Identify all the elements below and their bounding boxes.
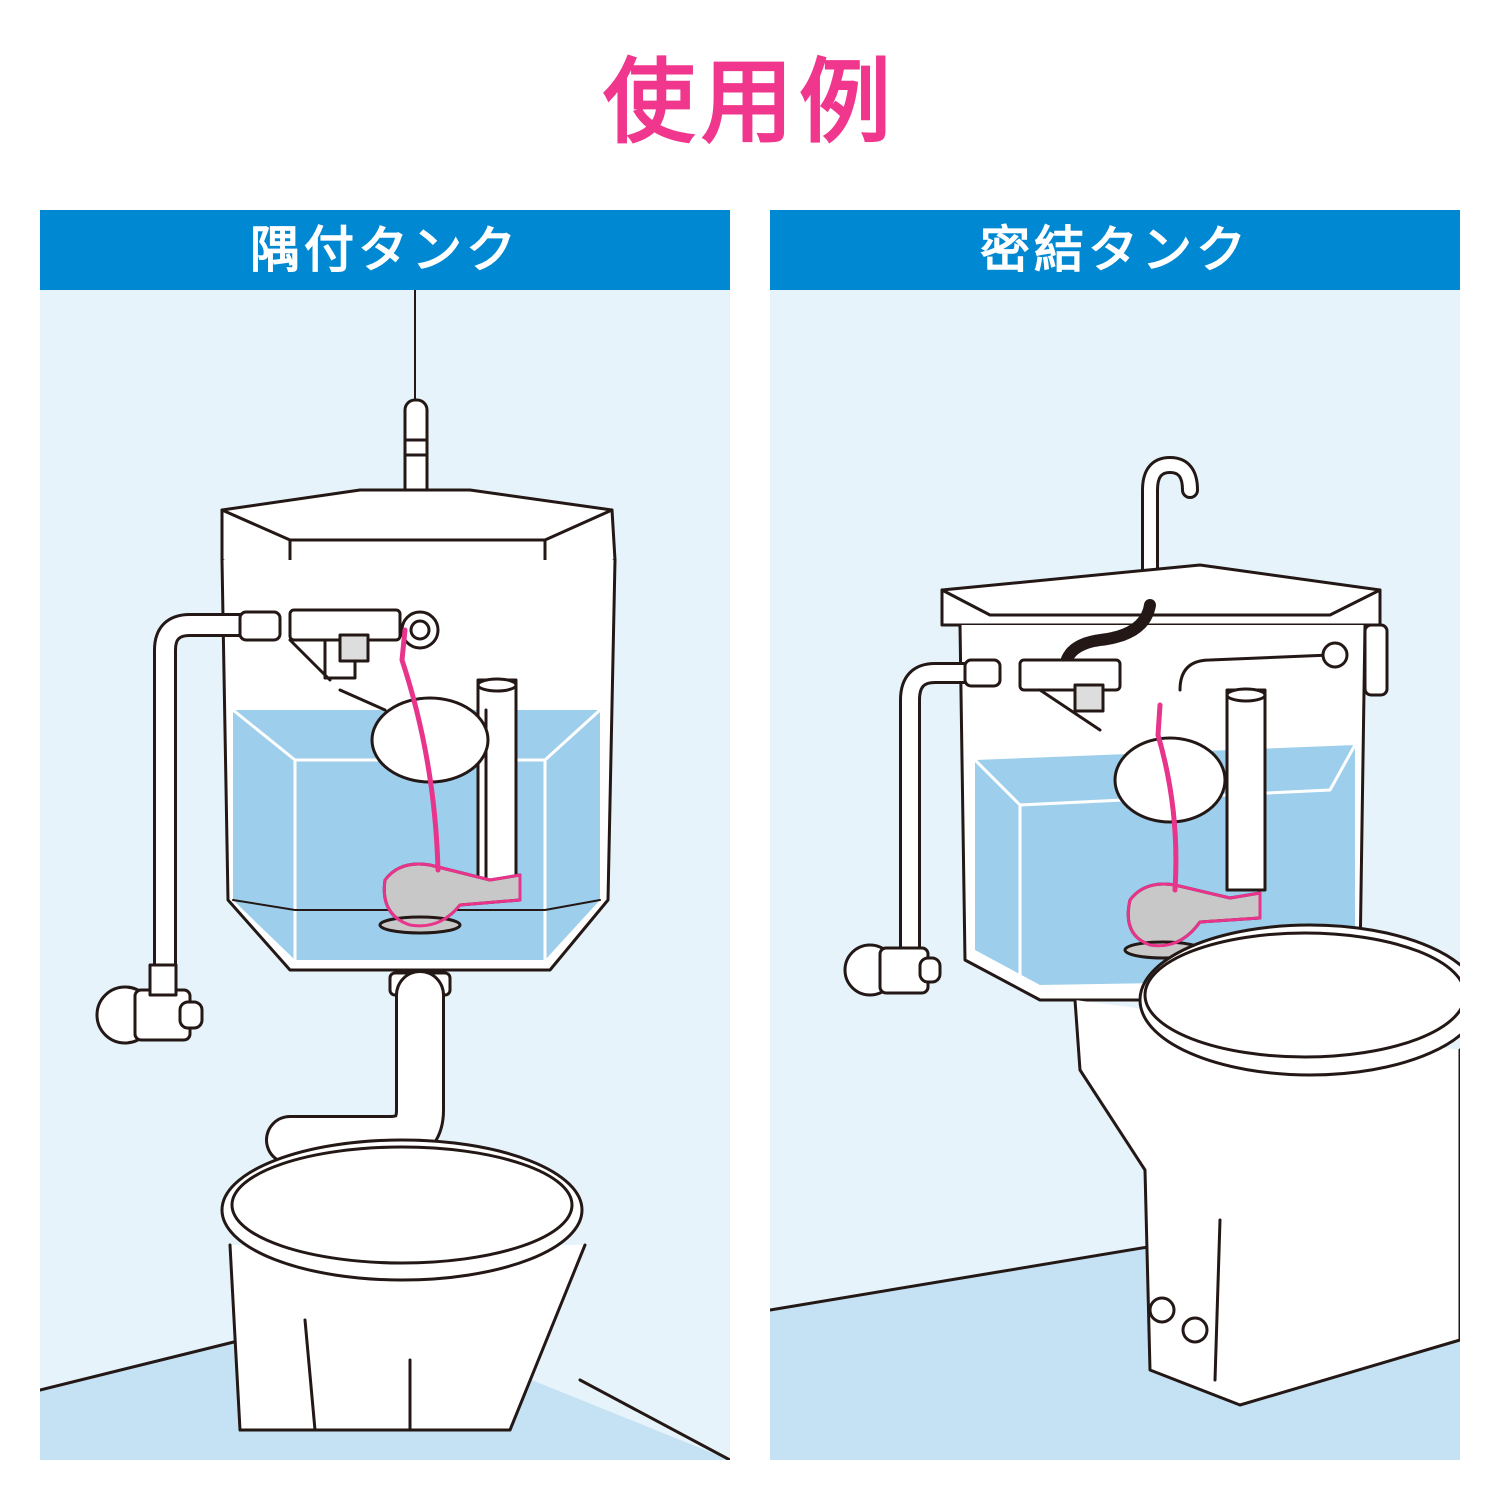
- close-coupled-tank-icon: [770, 456, 1460, 1460]
- page-title: 使用例: [602, 49, 897, 156]
- panel-close-coupled-tank: 密結タンク: [770, 210, 1460, 1460]
- corner-tank-icon: [40, 290, 730, 1460]
- panel-header-close-coupled-tank: 密結タンク: [770, 210, 1460, 290]
- panel-corner-tank: 隅付タンク: [40, 210, 730, 1460]
- panel-header-corner-tank: 隅付タンク: [40, 210, 730, 290]
